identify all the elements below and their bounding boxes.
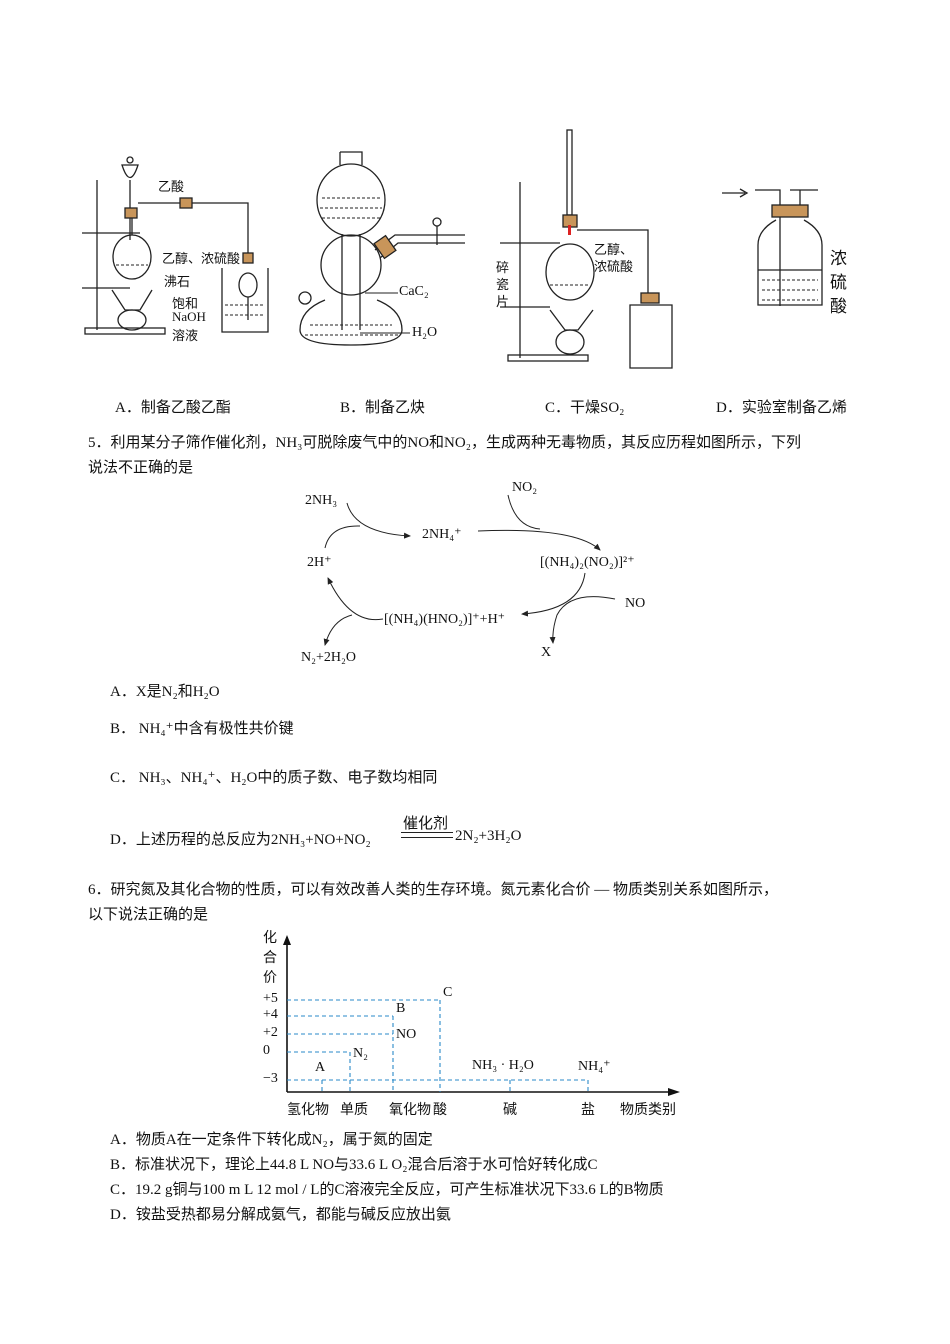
q6-option-c: C．19.2 g铜与100 m L 12 mol / L的C溶液完全反应，可产生… bbox=[110, 1182, 664, 1198]
valence-category-chart: 化合价 物质类别 +5+4 +2 0 −3 氢化物单质 氧化物酸 碱 盐 A N₂ NO B C NH₃ … bbox=[250, 925, 700, 1125]
x-tick-label: 酸 bbox=[433, 1103, 447, 1118]
x-tick-label: 碱 bbox=[503, 1103, 517, 1118]
q5-option-a: A．X是N₂和H₂O bbox=[110, 684, 220, 700]
x-tick-label: 氢化物 bbox=[287, 1103, 329, 1118]
y-tick-label: +5 bbox=[263, 991, 278, 1006]
label-boiling-chips: 沸石 bbox=[164, 274, 191, 289]
point-label: C bbox=[443, 985, 453, 1000]
node-n2-h2o: N₂+2H₂O bbox=[301, 650, 356, 665]
point-label: N₂ bbox=[353, 1046, 368, 1061]
apparatus-b-drawing bbox=[298, 151, 465, 346]
point-label: NH₃ · H₂O bbox=[472, 1058, 534, 1073]
label-ethanol-sulfuric: 乙醇、浓硫酸 bbox=[162, 251, 241, 266]
y-tick-label: 0 bbox=[263, 1043, 270, 1058]
label-acetic-acid: 乙酸 bbox=[158, 179, 185, 194]
label-conc-sulfuric: 浓硫酸 bbox=[594, 259, 634, 274]
label-broken-porcelain-3: 片 bbox=[496, 294, 510, 309]
reaction-cycle-diagram: 2NH₃ 2NH₄⁺ NO₂ [(NH₄)₂(NO₂)]²⁺ 2H⁺ NO [(… bbox=[290, 475, 670, 675]
y-tick-label: +4 bbox=[263, 1007, 278, 1022]
label-cac2: CaC₂ bbox=[399, 284, 429, 299]
point-label: B bbox=[396, 1001, 406, 1016]
node-2nh3: 2NH₃ bbox=[305, 493, 338, 508]
x-tick-label: 氧化物 bbox=[389, 1103, 431, 1118]
apparatus-a-drawing bbox=[82, 156, 269, 335]
label-conc-3: 酸 bbox=[830, 297, 847, 316]
q5-option-d-prefix: D．上述历程的总反应为2NH₃+NO+NO₂ bbox=[110, 832, 371, 848]
q6-stem-line1: 6．研究氮及其化合物的性质，可以有效改善人类的生存环境。氮元素化合价 — 物质类… bbox=[88, 882, 779, 898]
node-2h: 2H⁺ bbox=[307, 555, 332, 570]
y-axis-label: 化合价 bbox=[263, 931, 277, 986]
q4-option-d: D．实验室制备乙烯 bbox=[716, 400, 847, 416]
y-axis-arrow bbox=[283, 935, 291, 945]
q6-option-d: D．铵盐受热都易分解成氨气，都能与碱反应放出氨 bbox=[110, 1207, 451, 1223]
label-saturated: 饱和 bbox=[172, 296, 199, 311]
node-complex-2plus: [(NH₄)₂(NO₂)]²⁺ bbox=[540, 555, 635, 570]
q5-option-b: B． NH₄⁺中含有极性共价键 bbox=[110, 721, 294, 737]
equals-sign bbox=[401, 832, 453, 838]
label-h2o: H₂O bbox=[412, 325, 438, 340]
y-tick-label: +2 bbox=[263, 1025, 278, 1040]
label-broken-porcelain-1: 碎 bbox=[496, 260, 510, 275]
node-x: X bbox=[541, 645, 552, 660]
x-tick-label: 单质 bbox=[340, 1103, 368, 1118]
label-naoh: NaOH bbox=[172, 309, 206, 324]
x-axis-arrow bbox=[668, 1088, 680, 1096]
q5-stem-line1: 5．利用某分子筛作催化剂，NH₃可脱除废气中的NO和NO₂，生成两种无毒物质，其… bbox=[88, 435, 801, 451]
chart-svg bbox=[283, 935, 680, 1096]
q6-option-a: A．物质A在一定条件下转化成N₂，属于氮的固定 bbox=[110, 1132, 433, 1148]
point-label: A bbox=[315, 1060, 326, 1075]
q4-option-c: C．干燥SO₂ bbox=[545, 400, 625, 416]
point-label: NH₄⁺ bbox=[578, 1059, 611, 1074]
node-no2: NO₂ bbox=[512, 480, 538, 495]
label-ethanol: 乙醇、 bbox=[594, 242, 634, 257]
q6-stem-line2: 以下说法正确的是 bbox=[88, 907, 209, 923]
q4-option-a: A．制备乙酸乙酯 bbox=[115, 400, 231, 416]
label-solution: 溶液 bbox=[172, 328, 199, 343]
x-tick-label: 盐 bbox=[581, 1103, 595, 1118]
label-conc-2: 硫 bbox=[830, 273, 847, 292]
reaction-arrows bbox=[323, 494, 616, 646]
point-label: NO bbox=[396, 1027, 417, 1042]
q5-option-d-catalyst: 催化剂 bbox=[403, 816, 449, 832]
node-2nh4: 2NH₄⁺ bbox=[422, 527, 462, 542]
node-no: NO bbox=[625, 596, 646, 611]
q5-stem-line2: 说法不正确的是 bbox=[88, 460, 194, 476]
y-tick-label: −3 bbox=[263, 1071, 278, 1086]
apparatus-d-drawing bbox=[722, 188, 823, 306]
label-conc-1: 浓 bbox=[830, 249, 847, 268]
label-broken-porcelain-2: 瓷 bbox=[496, 277, 510, 292]
q6-option-b: B．标准状况下，理论上44.8 L NO与33.6 L O₂混合后溶于水可恰好转… bbox=[110, 1157, 598, 1173]
apparatus-c-drawing bbox=[500, 129, 673, 369]
x-axis-label: 物质类别 bbox=[620, 1103, 676, 1118]
q4-option-b: B．制备乙炔 bbox=[340, 400, 426, 416]
q5-option-d-suffix: 2N₂+3H₂O bbox=[455, 828, 522, 844]
q5-option-c: C． NH₃、NH₄⁺、H₂O中的质子数、电子数均相同 bbox=[110, 770, 438, 786]
node-complex-plus: [(NH₄)(HNO₂)]⁺+H⁺ bbox=[384, 612, 506, 627]
